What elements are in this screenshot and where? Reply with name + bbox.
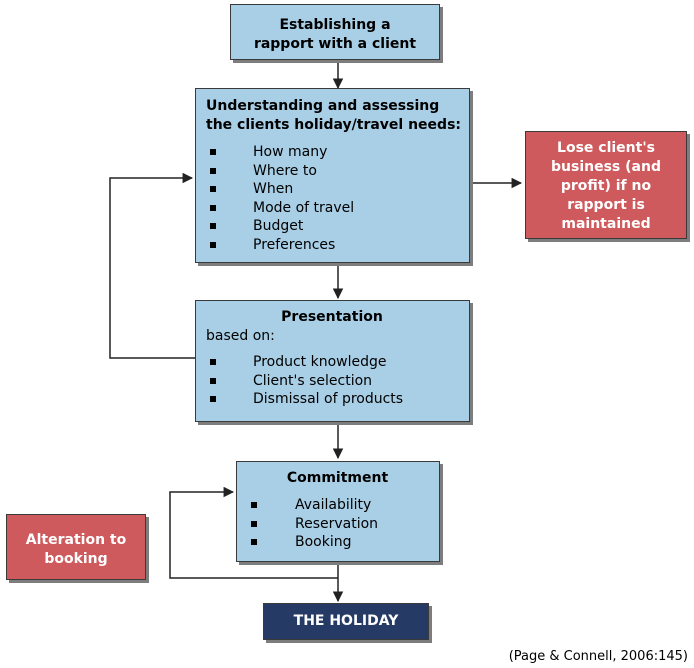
list-item: Preferences <box>210 236 450 255</box>
list-item: Budget <box>210 217 450 236</box>
list-item: Dismissal of products <box>210 390 460 409</box>
list-item: Reservation <box>251 515 431 534</box>
lose-client-text: Lose client's business (and profit) if n… <box>551 140 661 232</box>
presentation-subtitle: based on: <box>206 328 275 344</box>
list-item: Client's selection <box>210 372 460 391</box>
list-item: Where to <box>210 162 450 181</box>
presentation-box: Presentation based on: Product knowledge… <box>195 300 470 422</box>
arrow-commitment-loop <box>169 486 338 579</box>
commitment-title: Commitment <box>286 470 389 486</box>
rapport-box: Establishing a rapport with a client <box>230 4 440 60</box>
presentation-list: Product knowledge Client's selection Dis… <box>210 353 460 409</box>
holiday-text: THE HOLIDAY <box>293 613 399 629</box>
list-item: How many <box>210 143 450 162</box>
commitment-box: Commitment Availability Reservation Book… <box>236 461 440 562</box>
list-item: When <box>210 180 450 199</box>
arrow-presentation-loop-to-needs <box>109 172 195 359</box>
holiday-box: THE HOLIDAY <box>263 603 429 640</box>
list-item: Booking <box>251 533 431 552</box>
commitment-list: Availability Reservation Booking <box>251 496 431 552</box>
presentation-title: Presentation <box>281 309 383 325</box>
alteration-box: Alteration to booking <box>6 514 146 580</box>
needs-list: How many Where to When Mode of travel Bu… <box>210 143 450 254</box>
needs-box: Understanding and assessing the clients … <box>195 88 470 263</box>
list-item: Mode of travel <box>210 199 450 218</box>
lose-client-box: Lose client's business (and profit) if n… <box>525 131 687 239</box>
list-item: Availability <box>251 496 431 515</box>
rapport-title: Establishing a rapport with a client <box>253 17 417 52</box>
needs-title: Understanding and assessing the clients … <box>206 98 461 133</box>
alteration-text: Alteration to booking <box>25 532 127 567</box>
citation: (Page & Connell, 2006:145) <box>508 649 688 664</box>
list-item: Product knowledge <box>210 353 460 372</box>
